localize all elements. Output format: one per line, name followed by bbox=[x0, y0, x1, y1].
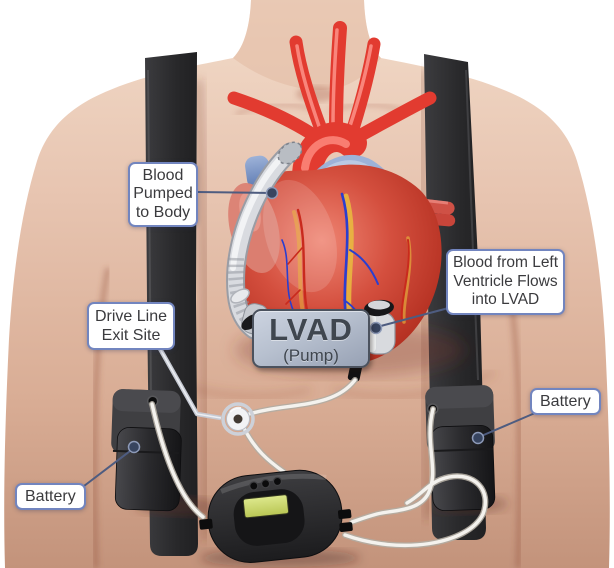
controller-button bbox=[272, 476, 283, 487]
callout-dot-battery-right bbox=[471, 431, 485, 445]
lvad-pump-name: LVAD bbox=[269, 311, 353, 347]
callout-battery-right: Battery bbox=[530, 388, 601, 416]
controller-screen bbox=[242, 494, 290, 519]
battery-left-cable bbox=[150, 402, 205, 519]
controller-loop-cable bbox=[343, 474, 487, 547]
exit-site-ring bbox=[221, 402, 255, 436]
callout-battery-left: Battery bbox=[15, 483, 86, 511]
cables bbox=[149, 377, 489, 549]
controller-device bbox=[199, 469, 353, 563]
callout-line-blood-pumped bbox=[196, 191, 272, 194]
callout-dot-battery-left bbox=[127, 440, 141, 454]
callout-lines bbox=[83, 186, 536, 487]
callout-blood-pumped-to-body: Blood Pumped to Body bbox=[128, 162, 198, 228]
callout-line-blood-lv bbox=[376, 305, 457, 328]
lvad-pump-type: (Pump) bbox=[283, 345, 339, 365]
controller-connector bbox=[199, 518, 213, 530]
callout-line-battery-right bbox=[478, 412, 536, 438]
controller-connector bbox=[339, 522, 353, 532]
lvad-pump: LVAD (Pump) bbox=[252, 309, 370, 368]
left-arm-crease bbox=[92, 267, 111, 568]
controller-button bbox=[260, 479, 271, 489]
graft-anastomosis bbox=[277, 141, 303, 165]
controller-connector bbox=[337, 509, 352, 520]
callout-drive-line-exit-site: Drive Line Exit Site bbox=[87, 302, 175, 351]
driveline-cable bbox=[244, 378, 357, 417]
callout-dot-blood-lv bbox=[369, 321, 383, 335]
battery-right-cable bbox=[350, 407, 435, 524]
controller-button bbox=[249, 481, 259, 491]
callout-blood-from-left-ventricle: Blood from Left Ventricle Flows into LVA… bbox=[446, 249, 565, 315]
callout-dot-blood-pumped bbox=[265, 186, 279, 200]
callout-line-battery-left bbox=[83, 447, 135, 487]
aortic-branches bbox=[227, 21, 437, 147]
